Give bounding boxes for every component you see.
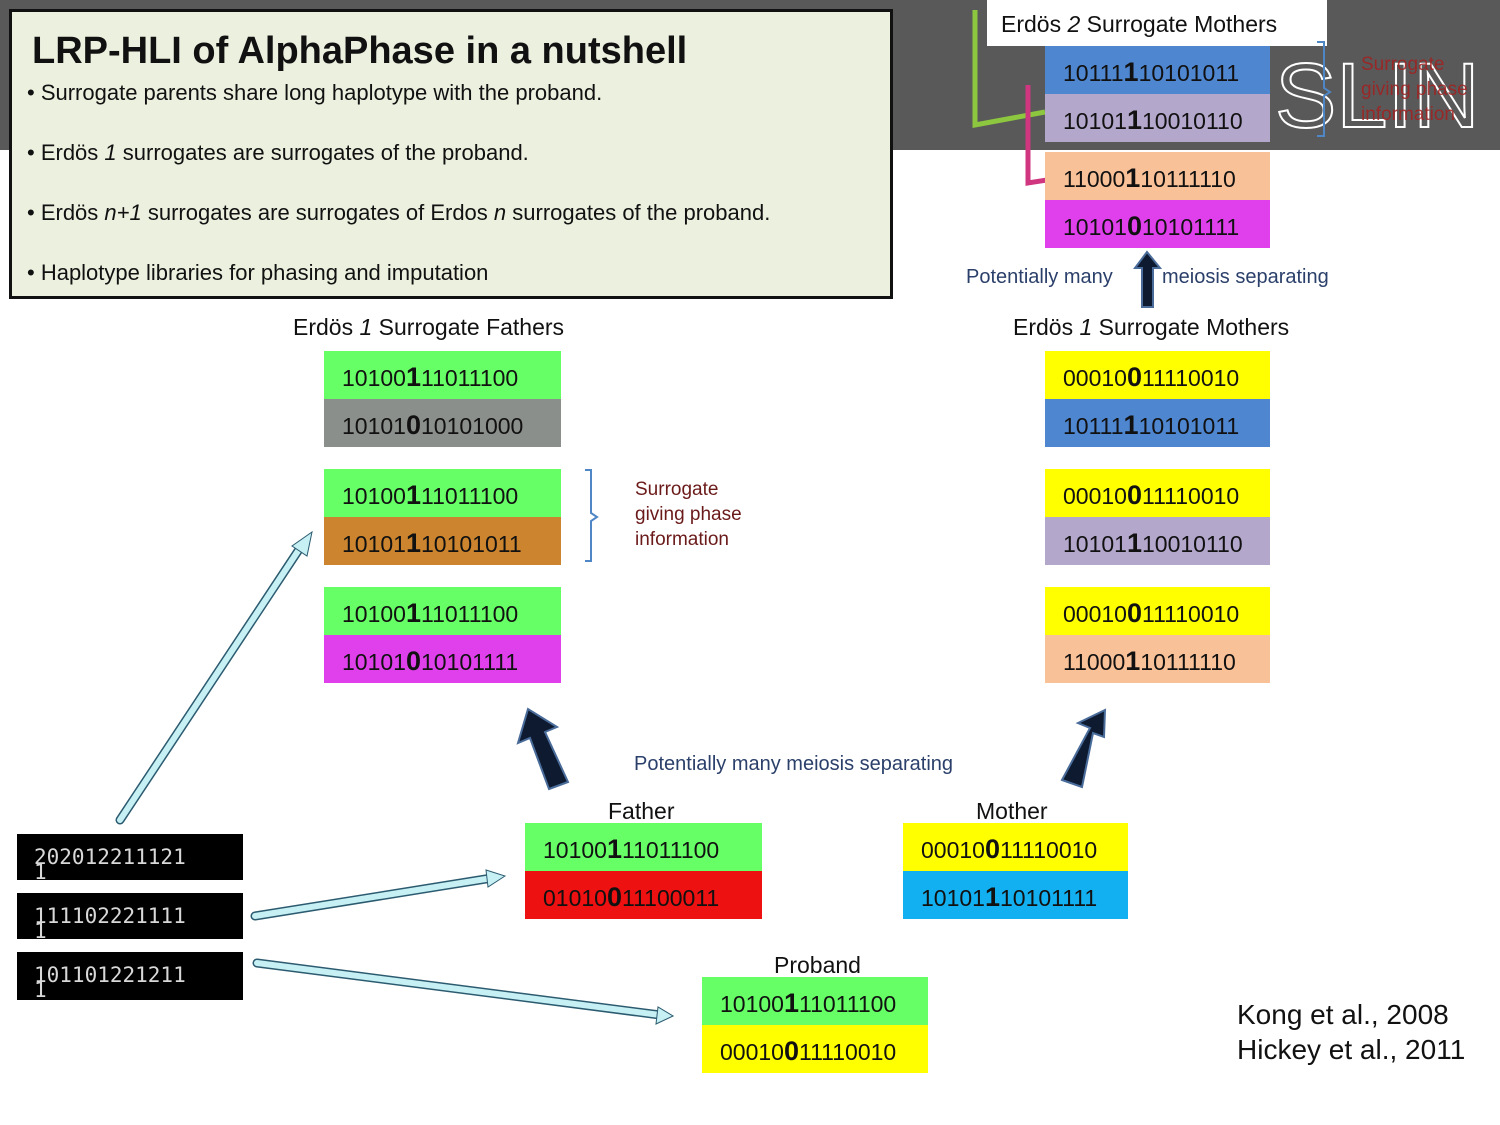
genotype-arrow-proband <box>252 958 675 1025</box>
haplotype-mother-surrogate-2a: 00010011110010 <box>1045 469 1270 517</box>
bullet-4: • Haplotype libraries for phasing and im… <box>27 260 489 285</box>
logo-lettering: SLIN <box>1275 45 1480 147</box>
haplotype-proband-maternal: 00010011110010 <box>702 1025 928 1073</box>
bullet-3: • Erdös n+1 surrogates are surrogates of… <box>27 200 771 225</box>
genotype-arrow-father <box>250 869 507 921</box>
bullet-1: • Surrogate parents share long haplotype… <box>27 80 603 105</box>
mothers-title: Erdös 1 Surrogate Mothers <box>1013 314 1290 340</box>
citation-2: Hickey et al., 2011 <box>1237 1034 1466 1065</box>
meiosis-arrow-erdos2 <box>1133 250 1163 308</box>
slin-logo: SLIN <box>972 10 1481 186</box>
haplotype-mother-surrogate-3a: 00010011110010 <box>1045 587 1270 635</box>
haplotype-father-surrogate-3a: 10100111011100 <box>324 587 561 635</box>
meiosis-text-left: Potentially many <box>966 266 1113 288</box>
haplotype-mother-surrogate-1b: 10111110101011 <box>1045 399 1270 447</box>
erdos2-title: Erdös 2 Surrogate Mothers <box>987 0 1327 46</box>
meiosis-text-middle: Potentially many meiosis separating <box>634 753 954 775</box>
bracket-fathers <box>585 469 599 562</box>
meiosis-arrow-mother <box>1060 708 1107 789</box>
haplotype-father-maternal: 01010011100011 <box>525 871 762 919</box>
citation-1: Kong et al., 2008 <box>1237 999 1449 1030</box>
mother-label: Mother <box>976 798 1048 824</box>
haplotype-father-surrogate-1a: 10100111011100 <box>324 351 561 399</box>
haplotype-erdos2-2: 10101110010110 <box>1045 94 1270 142</box>
haplotype-father-surrogate-1b: 10101010101000 <box>324 399 561 447</box>
meiosis-arrow-father <box>516 707 570 791</box>
haplotype-mother-surrogate-3b: 11000110111110 <box>1045 635 1270 683</box>
haplotype-erdos2-4: 10101010101111 <box>1045 200 1270 248</box>
meiosis-text-right: meiosis separating <box>1162 266 1329 288</box>
fathers-title: Erdös 1 Surrogate Fathers <box>293 314 565 340</box>
proband-label: Proband <box>774 952 861 978</box>
haplotype-mother-paternal: 00010011110010 <box>903 823 1128 871</box>
haplotype-father-surrogate-2a: 10100111011100 <box>324 469 561 517</box>
haplotype-erdos2-3: 11000110111110 <box>1045 152 1270 200</box>
bullet-2: • Erdös 1 surrogates are surrogates of t… <box>27 140 529 165</box>
haplotype-mother-surrogate-1a: 00010011110010 <box>1045 351 1270 399</box>
haplotype-mother-maternal: 10101110101111 <box>903 871 1128 919</box>
haplotype-erdos2-1: 10111110101011 <box>1045 46 1270 94</box>
summary-panel <box>9 9 893 299</box>
haplotype-mother-surrogate-2b: 10101110010110 <box>1045 517 1270 565</box>
citations: Kong et al., 2008 Hickey et al., 2011 <box>1237 997 1465 1067</box>
haplotype-father-surrogate-3b: 10101010101111 <box>324 635 561 683</box>
genotype-arrow-up <box>115 530 313 825</box>
haplotype-proband-paternal: 10100111011100 <box>702 977 928 1025</box>
bracket-erdos2 <box>1317 41 1332 137</box>
haplotype-father-paternal: 10100111011100 <box>525 823 762 871</box>
father-label: Father <box>608 798 675 824</box>
haplotype-father-surrogate-2b: 10101110101011 <box>324 517 561 565</box>
panel-title: LRP-HLI of AlphaPhase in a nutshell <box>32 30 688 72</box>
